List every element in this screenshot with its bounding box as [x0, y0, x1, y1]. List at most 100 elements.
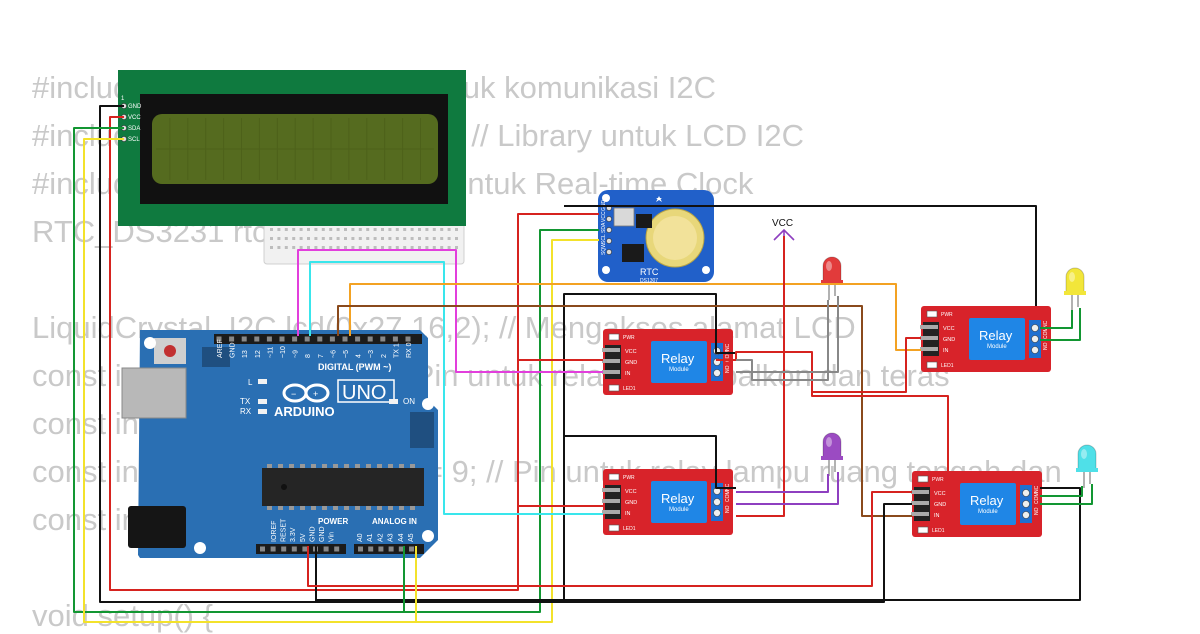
led-cyan-icon[interactable]	[1076, 444, 1098, 488]
wire[interactable]	[309, 261, 603, 515]
vcc-label: VCC	[772, 218, 793, 229]
wire[interactable]	[337, 305, 912, 517]
wire[interactable]	[564, 205, 1037, 306]
wire[interactable]	[307, 491, 912, 587]
digital-pin-label: 8	[305, 354, 312, 358]
wire[interactable]	[736, 296, 839, 373]
model-label: UNO	[342, 382, 386, 404]
led-label-tx: TX	[240, 397, 251, 406]
lcd-display[interactable]: 1 GND VCC SDA SCL	[118, 70, 466, 226]
power-pin-label: GND	[309, 526, 316, 542]
relay-led1-label: LED1	[623, 386, 636, 392]
lcd-pin-sda: SDA	[128, 126, 140, 132]
relay-in-pin-label: GND	[625, 500, 637, 506]
power-pin-label: 3.3V	[290, 527, 297, 542]
led-label-l: L	[248, 378, 253, 387]
relay-coil	[969, 318, 1025, 360]
digital-label: DIGITAL (PWM ~)	[318, 362, 391, 372]
wire[interactable]	[297, 249, 603, 373]
led-yellow-icon[interactable]	[1064, 267, 1086, 311]
wire[interactable]	[73, 127, 599, 613]
wire[interactable]	[349, 283, 921, 351]
mini-breadboard[interactable]	[263, 221, 465, 265]
rtc-label: RTC	[640, 267, 659, 277]
led-label-on: ON	[403, 397, 415, 406]
relay-in-pin-label: VCC	[934, 491, 946, 497]
relay-in-pin-label: GND	[934, 502, 946, 508]
wire[interactable]	[83, 138, 599, 623]
wire[interactable]	[736, 474, 829, 493]
wire[interactable]	[316, 487, 1081, 601]
wire[interactable]	[109, 116, 599, 591]
reset-button-cap[interactable]	[164, 345, 176, 357]
digital-pin-label: 4	[356, 354, 363, 358]
wire[interactable]	[736, 236, 785, 517]
wire[interactable]	[1040, 484, 1093, 505]
lcd-pin-vcc: VCC	[128, 115, 141, 121]
wire[interactable]	[99, 105, 736, 603]
relay-out-pin-label: NO	[725, 505, 731, 513]
relay-subtitle: Module	[669, 367, 689, 373]
relay-title: Relay	[970, 493, 1004, 508]
relay-pwr-label: PWR	[623, 335, 635, 341]
analog-pin-label: A4	[398, 533, 405, 542]
wire[interactable]	[415, 546, 552, 623]
brand-label: ARDUINO	[274, 404, 335, 419]
rtc-chip-label: DS1307	[640, 278, 658, 284]
digital-pin-label: ~5	[343, 350, 350, 358]
relay-subtitle: Module	[978, 509, 998, 515]
rtc-pin-label: VCC	[601, 211, 607, 222]
digital-pin-label: AREF	[217, 339, 224, 358]
power-pin-label: GND	[319, 526, 326, 542]
analog-label: ANALOG IN	[372, 517, 417, 526]
relay-in-pin-label: IN	[625, 511, 631, 517]
relay-title: Relay	[661, 491, 695, 506]
wire[interactable]	[812, 337, 921, 393]
relay-out-pin-label: NO	[1043, 342, 1049, 350]
wire[interactable]	[1040, 308, 1081, 341]
relay-in-pin-label: GND	[943, 337, 955, 343]
wire[interactable]	[1040, 486, 1083, 497]
relay-pwr-label: PWR	[623, 475, 635, 481]
rtc-pin-label: SCL	[601, 234, 607, 244]
relay-coil	[960, 483, 1016, 525]
wire[interactable]	[736, 472, 839, 505]
relay-out-pin-label: COM	[1043, 327, 1049, 339]
power-label: POWER	[318, 517, 348, 526]
wire[interactable]	[403, 546, 540, 613]
lcd-pin-scl: SCL	[128, 137, 140, 143]
digital-pin-label: 13	[242, 350, 249, 358]
svg-text:+: +	[313, 389, 318, 399]
analog-pin-label: A5	[408, 533, 415, 542]
relay-in-pin-label: IN	[934, 513, 940, 519]
digital-pin-label: TX 1	[393, 343, 400, 358]
lcd-pin-number: 1	[121, 96, 125, 102]
relay-subtitle: Module	[669, 507, 689, 513]
relay-in-pin-label: VCC	[625, 349, 637, 355]
wire[interactable]	[736, 300, 829, 381]
digital-pin-label: ~6	[330, 350, 337, 358]
power-jack	[128, 506, 186, 548]
relay-pwr-label: PWR	[941, 312, 953, 318]
led-label-rx: RX	[240, 407, 252, 416]
analog-pin-label: A0	[357, 533, 364, 542]
wire[interactable]	[1040, 310, 1073, 329]
analog-pin-label: A2	[377, 533, 384, 542]
relay-out-pin-label: NC	[1043, 320, 1049, 328]
led-red-icon[interactable]	[821, 256, 843, 300]
relay-coil	[651, 341, 707, 383]
relay-in-pin-label: IN	[625, 371, 631, 377]
led-purple-icon[interactable]	[821, 432, 843, 476]
digital-pin-label: 12	[255, 350, 262, 358]
usb-port	[121, 367, 187, 419]
wire[interactable]	[315, 503, 912, 603]
wire[interactable]	[564, 435, 736, 489]
relay-led1-label: LED1	[932, 528, 945, 534]
